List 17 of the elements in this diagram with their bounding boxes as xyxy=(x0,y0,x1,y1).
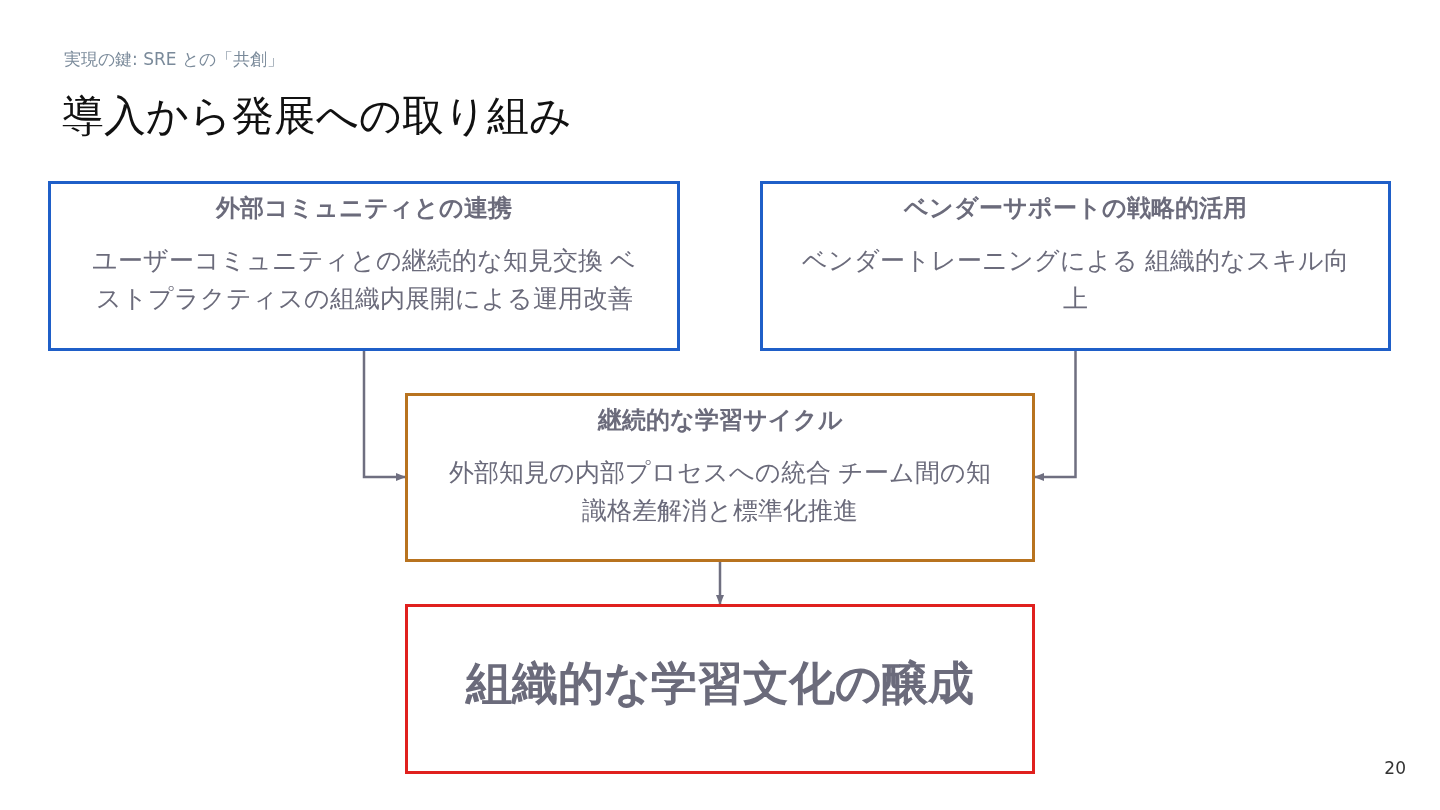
box-heading: 継続的な学習サイクル xyxy=(597,405,843,436)
process-box xyxy=(760,181,1391,351)
box-heading: 外部コミュニティとの連携 xyxy=(216,193,512,224)
arrow xyxy=(716,562,724,605)
page-number: 20 xyxy=(1384,758,1406,778)
box-text: ユーザーコミュニティとの継続的な知見交換 ベストプラクティスの組織内展開による運用改善 xyxy=(90,245,638,315)
process-box xyxy=(405,393,1035,562)
arrow xyxy=(1034,351,1077,481)
arrow xyxy=(362,351,406,481)
subtitle: 実現の鍵: SRE との「共創」 xyxy=(64,48,284,71)
box-heading: 組織的な学習文化の醸成 xyxy=(466,655,974,712)
box-text: ベンダートレーニングによる 組織的なスキル向上 xyxy=(800,245,1351,315)
box-heading: ベンダーサポートの戦略的活用 xyxy=(904,193,1247,224)
slide-title: 導入から発展への取り組み xyxy=(62,90,572,142)
process-box xyxy=(48,181,680,351)
box-text: 外部知見の内部プロセスへの統合 チーム間の知識格差解消と標準化推進 xyxy=(447,457,993,527)
process-box xyxy=(405,604,1035,774)
